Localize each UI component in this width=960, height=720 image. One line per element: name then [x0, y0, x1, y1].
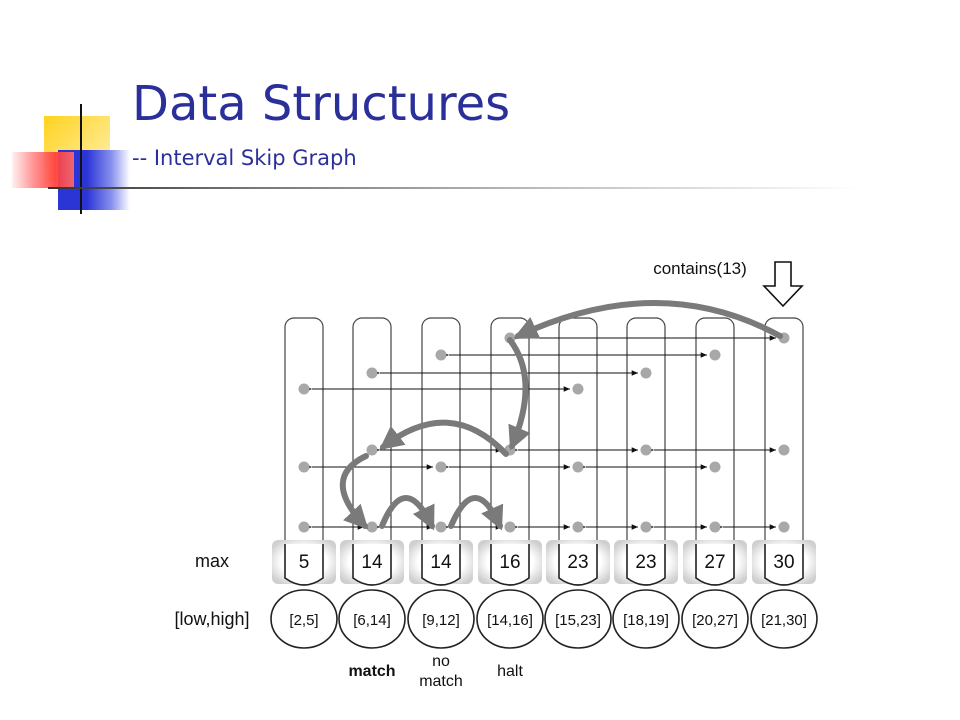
- skip-graph-column: 23 [18,19]: [612, 317, 680, 649]
- skip-node: [709, 349, 721, 361]
- interval-node: [270, 589, 338, 649]
- skip-node: [504, 521, 516, 533]
- interval-value: [6,14]: [353, 612, 391, 629]
- skip-node: [640, 444, 652, 456]
- max-box: [695, 544, 735, 586]
- interval-value: [2,5]: [289, 612, 318, 629]
- skip-graph-column: 5 [2,5]: [270, 317, 338, 649]
- max-box: [626, 544, 666, 586]
- skip-node: [298, 461, 310, 473]
- interval-node: [338, 589, 406, 649]
- interval-value: [15,23]: [555, 612, 601, 629]
- interval-node: [750, 589, 818, 649]
- interval-node: [681, 589, 749, 649]
- max-value: 30: [773, 552, 794, 573]
- max-box: [421, 544, 461, 586]
- interval-node: [612, 589, 680, 649]
- skip-node: [709, 461, 721, 473]
- skip-node: [435, 461, 447, 473]
- column-tower: [284, 317, 324, 551]
- skip-node: [435, 349, 447, 361]
- query-label: contains(13): [653, 259, 747, 278]
- max-box: [284, 544, 324, 586]
- search-path-arrow: [379, 419, 509, 457]
- skip-graph-column: 23 [15,23]: [544, 317, 612, 649]
- max-box: [558, 544, 598, 586]
- column-tower: [626, 317, 666, 551]
- max-value: 5: [299, 552, 310, 573]
- skip-node: [640, 367, 652, 379]
- column-tower: [558, 317, 598, 551]
- skip-node: [435, 521, 447, 533]
- skip-node: [640, 521, 652, 533]
- skip-node: [572, 521, 584, 533]
- interval-node: [407, 589, 475, 649]
- column-status: match: [348, 663, 395, 680]
- interval-value: [14,16]: [487, 612, 533, 629]
- skip-graph-column: 16 [14,16] halt: [476, 317, 544, 680]
- skip-node: [709, 521, 721, 533]
- interval-value: [9,12]: [422, 612, 460, 629]
- search-path-arrow: [339, 453, 369, 530]
- skip-graph-column: 27 [20,27]: [681, 317, 749, 649]
- interval-value: [20,27]: [692, 612, 738, 629]
- column-tower: [764, 317, 804, 551]
- interval-node: [544, 589, 612, 649]
- skip-node: [572, 383, 584, 395]
- max-value: 14: [430, 552, 452, 573]
- deco-red-square: [12, 152, 74, 188]
- max-value: 23: [635, 552, 656, 573]
- deco-vertical-line: [80, 104, 82, 214]
- skip-node: [366, 444, 378, 456]
- skip-graph-column: 14 [6,14] match: [338, 317, 406, 680]
- page-subtitle: -- Interval Skip Graph: [132, 146, 357, 170]
- interval-node: [476, 589, 544, 649]
- max-value: 23: [567, 552, 588, 573]
- query-down-arrow-icon: [762, 261, 804, 308]
- max-box: [490, 544, 530, 586]
- row-label-interval: [low,high]: [174, 609, 249, 629]
- max-box: [764, 544, 804, 586]
- deco-horizontal-line: [48, 187, 860, 189]
- page-title: Data Structures: [132, 76, 511, 132]
- search-path-arrow: [507, 337, 531, 451]
- skip-node: [778, 521, 790, 533]
- skip-node: [778, 444, 790, 456]
- max-value: 16: [499, 552, 520, 573]
- search-path-arrow: [513, 300, 783, 339]
- skip-graph-column: 30 [21,30]: [750, 317, 818, 649]
- skip-node: [366, 367, 378, 379]
- skip-node: [298, 383, 310, 395]
- max-value: 27: [704, 552, 725, 573]
- column-status: halt: [497, 663, 523, 680]
- max-value: 14: [361, 552, 383, 573]
- interval-value: [18,19]: [623, 612, 669, 629]
- interval-value: [21,30]: [761, 612, 807, 629]
- search-path-arrow: [448, 495, 504, 531]
- max-box: [352, 544, 392, 586]
- search-path-arrow: [379, 495, 435, 531]
- skip-node: [572, 461, 584, 473]
- row-label-max: max: [195, 551, 229, 571]
- skip-node: [366, 521, 378, 533]
- skip-node: [298, 521, 310, 533]
